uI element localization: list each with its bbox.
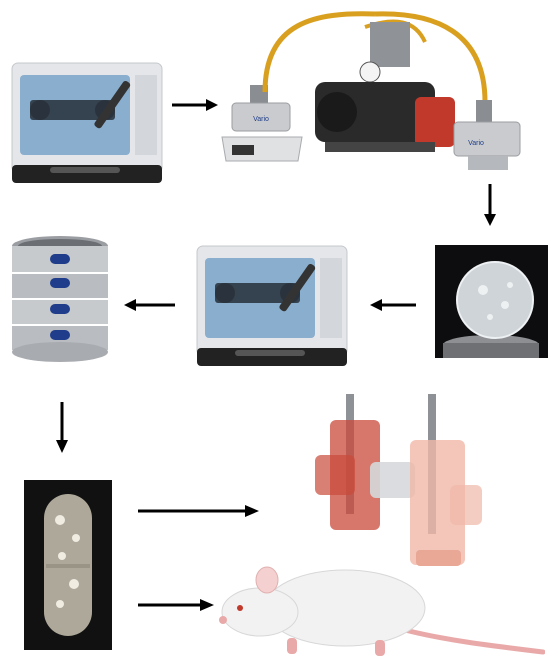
sieve-stack-icon [12,236,108,362]
arrow-capsule-to-rat [138,599,214,611]
arrow-capsule-to-cell [138,505,259,517]
vacuum-pump-icon [262,11,488,152]
arrow-disc-to-mill [370,299,416,311]
capsule-photo-icon [24,480,112,650]
pellet-press-icon: Vario [453,100,521,170]
arrow-mill-to-press [172,99,218,111]
arrow-mill-to-sieves [124,299,175,311]
arrow-press-to-disc [484,184,496,226]
ball-mill-icon [11,62,163,183]
press-brand-label: Vario [468,140,484,147]
pellet-press-icon: Vario [221,85,303,162]
arrow-sieves-to-capsule [56,402,68,453]
ball-mill-icon [196,245,348,366]
diffusion-cell-icon [315,394,482,566]
rat-icon [219,566,545,656]
porous-disc-photo-icon [435,245,548,358]
press-brand-label: Vario [253,116,269,123]
